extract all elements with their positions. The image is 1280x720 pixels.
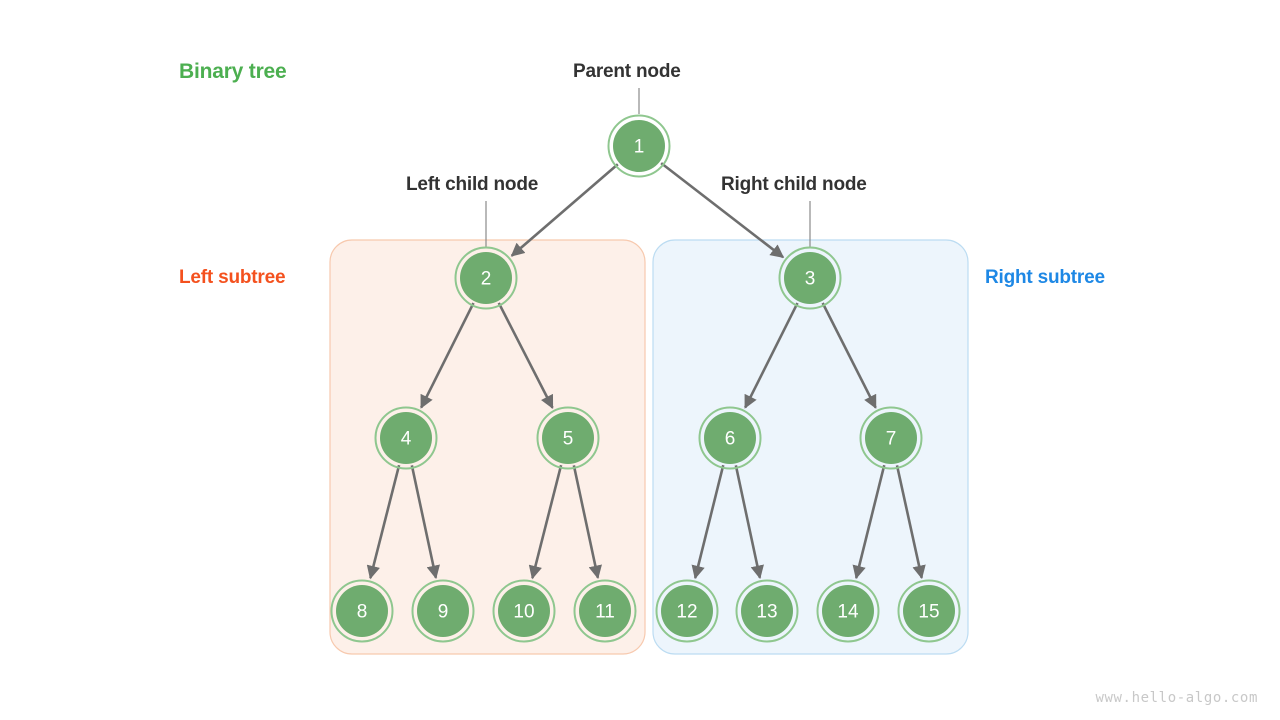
tree-edges <box>366 162 926 580</box>
tree-edge-5-11 <box>572 465 602 580</box>
tree-edge-1-2 <box>510 163 619 257</box>
node-ring <box>573 579 637 643</box>
tree-node-7[interactable]: 7 <box>859 406 923 470</box>
node-disc <box>542 412 594 464</box>
tree-edge-1-3 <box>660 162 785 259</box>
node-value: 11 <box>595 602 615 623</box>
node-value: 10 <box>513 602 534 623</box>
subtree-panels <box>329 239 969 655</box>
tree-node-9[interactable]: 9 <box>411 579 475 643</box>
left-subtree-panel <box>329 239 646 655</box>
node-value: 12 <box>676 602 697 623</box>
tree-node-1[interactable]: 1 <box>607 114 671 178</box>
node-disc <box>903 585 955 637</box>
node-ring <box>536 406 600 470</box>
page-title: Binary tree <box>179 60 287 83</box>
tree-node-10[interactable]: 10 <box>492 579 556 643</box>
tree-edge-7-14 <box>852 464 886 580</box>
tree-edge-3-6 <box>744 302 799 409</box>
node-ring <box>897 579 961 643</box>
node-value: 5 <box>563 429 574 450</box>
tree-node-5[interactable]: 5 <box>536 406 600 470</box>
node-value: 15 <box>918 602 939 623</box>
node-ring <box>778 246 842 310</box>
tree-node-12[interactable]: 12 <box>655 579 719 643</box>
node-value: 13 <box>756 602 777 623</box>
node-value: 8 <box>357 602 368 623</box>
tree-edge-6-13 <box>734 465 764 580</box>
node-ring <box>735 579 799 643</box>
node-ring <box>816 579 880 643</box>
right-subtree-label: Right subtree <box>985 267 1105 288</box>
site-watermark: www.hello-algo.com <box>1095 690 1258 706</box>
tree-edge-7-15 <box>895 465 926 580</box>
node-ring <box>655 579 719 643</box>
node-disc <box>498 585 550 637</box>
node-value: 4 <box>401 429 412 450</box>
annotation-leader-lines <box>485 88 811 248</box>
tree-node-14[interactable]: 14 <box>816 579 880 643</box>
node-disc <box>336 585 388 637</box>
node-value: 3 <box>805 269 816 290</box>
tree-node-11[interactable]: 11 <box>573 579 637 643</box>
node-value: 14 <box>837 602 859 623</box>
node-disc <box>704 412 756 464</box>
node-ring <box>859 406 923 470</box>
parent-node-label: Parent node <box>573 61 681 82</box>
tree-node-15[interactable]: 15 <box>897 579 961 643</box>
node-ring <box>454 246 518 310</box>
node-disc <box>579 585 631 637</box>
node-ring <box>607 114 671 178</box>
node-ring <box>411 579 475 643</box>
node-disc <box>784 252 836 304</box>
node-disc <box>380 412 432 464</box>
tree-edge-5-10 <box>528 464 563 580</box>
node-disc <box>822 585 874 637</box>
node-value: 7 <box>886 429 897 450</box>
node-disc <box>741 585 793 637</box>
tree-edge-6-12 <box>691 464 725 580</box>
tree-node-13[interactable]: 13 <box>735 579 799 643</box>
tree-node-8[interactable]: 8 <box>330 579 394 643</box>
node-value: 6 <box>725 429 736 450</box>
node-disc <box>460 252 512 304</box>
tree-edge-4-9 <box>410 465 440 580</box>
tree-node-6[interactable]: 6 <box>698 406 762 470</box>
node-disc <box>417 585 469 637</box>
right-child-node-label: Right child node <box>721 174 867 195</box>
node-disc <box>661 585 713 637</box>
node-ring <box>698 406 762 470</box>
node-ring <box>492 579 556 643</box>
node-value: 1 <box>634 137 645 158</box>
node-ring <box>374 406 438 470</box>
left-child-node-label: Left child node <box>406 174 539 195</box>
tree-edge-3-7 <box>821 302 877 409</box>
tree-node-4[interactable]: 4 <box>374 406 438 470</box>
node-disc <box>613 120 665 172</box>
left-subtree-label: Left subtree <box>179 267 286 288</box>
node-value: 9 <box>438 602 449 623</box>
node-value: 2 <box>481 269 492 290</box>
node-disc <box>865 412 917 464</box>
tree-node-3[interactable]: 3 <box>778 246 842 310</box>
tree-edge-4-8 <box>366 464 401 580</box>
tree-edge-2-4 <box>420 302 475 409</box>
node-ring <box>330 579 394 643</box>
tree-node-2[interactable]: 2 <box>454 246 518 310</box>
tree-edge-2-5 <box>497 302 554 409</box>
